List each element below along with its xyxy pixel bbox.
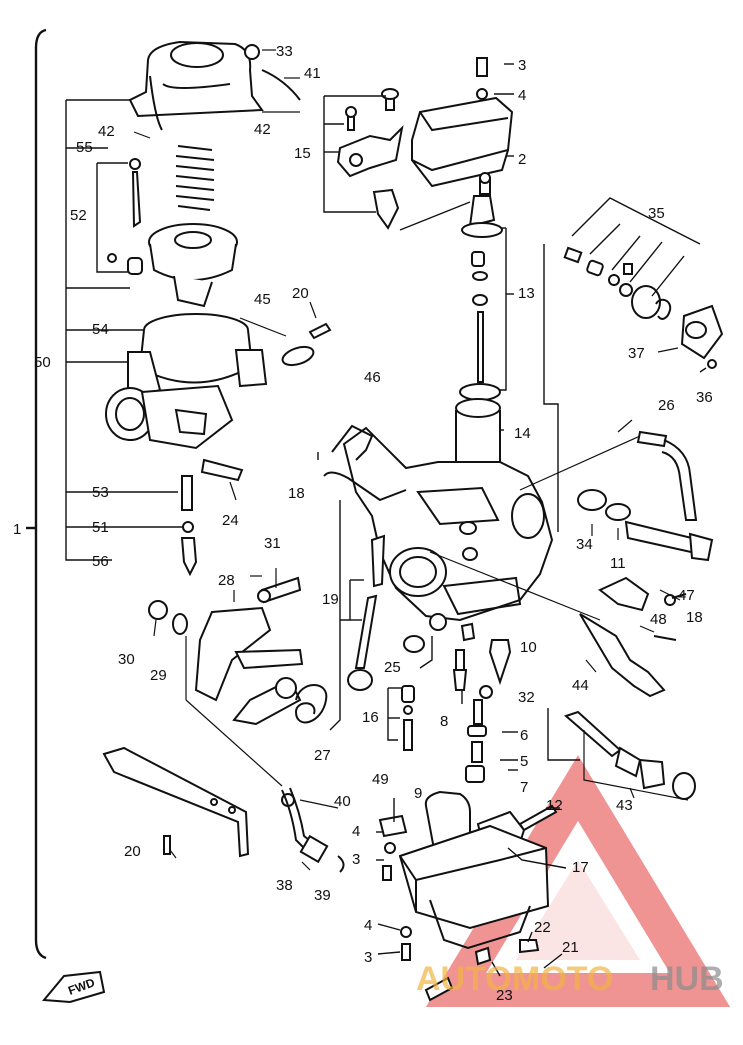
callout-c28: 28 [218, 572, 235, 589]
callout-c33: 33 [276, 43, 293, 60]
callout-c52: 52 [70, 207, 87, 224]
callout-c54: 54 [92, 321, 109, 338]
callout-c40: 40 [334, 793, 351, 810]
callout-c12: 12 [546, 797, 563, 814]
right-leader-lines [429, 419, 689, 801]
callout-c3a: 3 [518, 57, 526, 74]
callout-c24: 24 [222, 512, 239, 529]
callout-c50: 50 [34, 354, 51, 371]
accelerator-pump-parts [563, 246, 724, 369]
callout-c18b: 18 [686, 609, 703, 626]
main-carburetor-body [323, 424, 554, 642]
callout-c39: 39 [314, 887, 331, 904]
center-lines-2 [317, 452, 463, 741]
watermark-hub: HUB [650, 960, 724, 998]
callout-c14: 14 [514, 425, 531, 442]
callout-c20b: 20 [124, 843, 141, 860]
callout-c9: 9 [414, 785, 422, 802]
fwd-arrow: FWD [41, 970, 106, 1004]
callout-c31: 31 [264, 535, 281, 552]
callout-c17: 17 [572, 859, 589, 876]
watermark-moto: MOTO [512, 960, 613, 998]
callout-c13: 13 [518, 285, 535, 302]
watermark-triangle-inner [516, 860, 640, 960]
needle-jet-set [107, 158, 143, 275]
callout-c3b: 3 [352, 851, 360, 868]
throttle-pulley [336, 88, 404, 230]
bowl-lines [376, 708, 580, 977]
float-bowl [398, 824, 550, 1002]
callout-c29: 29 [150, 667, 167, 684]
callout-c8: 8 [440, 713, 448, 730]
callout-c36: 36 [696, 389, 713, 406]
callout-c53: 53 [92, 484, 109, 501]
callout-c44: 44 [572, 677, 589, 694]
callout-c20a: 20 [292, 285, 309, 302]
callout-c16: 16 [362, 709, 379, 726]
callout-c10: 10 [520, 639, 537, 656]
callout-c4a: 4 [518, 87, 526, 104]
diaphragm-spring [175, 145, 215, 211]
carburetor-body-left [105, 313, 332, 577]
callout-c45: 45 [254, 291, 271, 308]
idle-adjust-parts [564, 710, 696, 800]
callout-c41: 41 [304, 65, 321, 82]
callout-c38: 38 [276, 877, 293, 894]
callout-c26: 26 [658, 397, 675, 414]
callout-c6: 6 [520, 727, 528, 744]
callout-c25: 25 [384, 659, 401, 676]
throttle-slide [455, 383, 501, 472]
callout-c46: 46 [364, 369, 381, 386]
callout-c42b: 42 [254, 121, 271, 138]
callout-c23: 23 [496, 987, 513, 1004]
jet-stack [465, 639, 512, 783]
right-group-lines [543, 197, 707, 532]
callout-c22: 22 [534, 919, 551, 936]
callout-c18a: 18 [288, 485, 305, 502]
callout-c30: 30 [118, 651, 135, 668]
fwd-arrow-shape [41, 970, 106, 1004]
callout-c5: 5 [520, 753, 528, 770]
leader-lines-left [133, 49, 339, 871]
pilot-screw-parts [347, 534, 468, 751]
callout-c7: 7 [520, 779, 528, 796]
callout-c4b: 4 [352, 823, 360, 840]
top-cap [411, 57, 514, 188]
callout-c35: 35 [648, 205, 665, 222]
callout-c56: 56 [92, 553, 109, 570]
left-group-lines [65, 99, 182, 561]
needle-assembly [461, 172, 503, 383]
callout-c2: 2 [518, 151, 526, 168]
callout-c34: 34 [576, 536, 593, 553]
callout-c21: 21 [562, 939, 579, 956]
callout-c42a: 42 [98, 123, 115, 140]
piston-valve [148, 223, 238, 308]
callout-c27: 27 [314, 747, 331, 764]
callout-c49: 49 [372, 771, 389, 788]
callout-c11: 11 [610, 555, 626, 572]
assembly-bracket [26, 28, 47, 960]
watermark-text: AUTO MOTO HUB [416, 960, 724, 998]
top-cover [128, 40, 301, 131]
callout-c51: 51 [92, 519, 109, 536]
choke-parts [577, 430, 714, 698]
assembly-number: 1 [13, 521, 21, 538]
callout-c3c: 3 [364, 949, 372, 966]
callout-c43: 43 [616, 797, 633, 814]
linkage-parts [148, 576, 328, 726]
watermark-auto: AUTO [416, 960, 512, 998]
fuel-hose [281, 787, 345, 873]
callout-c19: 19 [322, 591, 339, 608]
callout-c47: 47 [678, 587, 695, 604]
callout-c37: 37 [628, 345, 645, 362]
callout-c48: 48 [650, 611, 667, 628]
callout-c4c: 4 [364, 917, 372, 934]
callout-c55: 55 [76, 139, 93, 156]
mounting-plate [102, 746, 250, 858]
callout-c15: 15 [294, 145, 311, 162]
callout-c32: 32 [518, 689, 535, 706]
